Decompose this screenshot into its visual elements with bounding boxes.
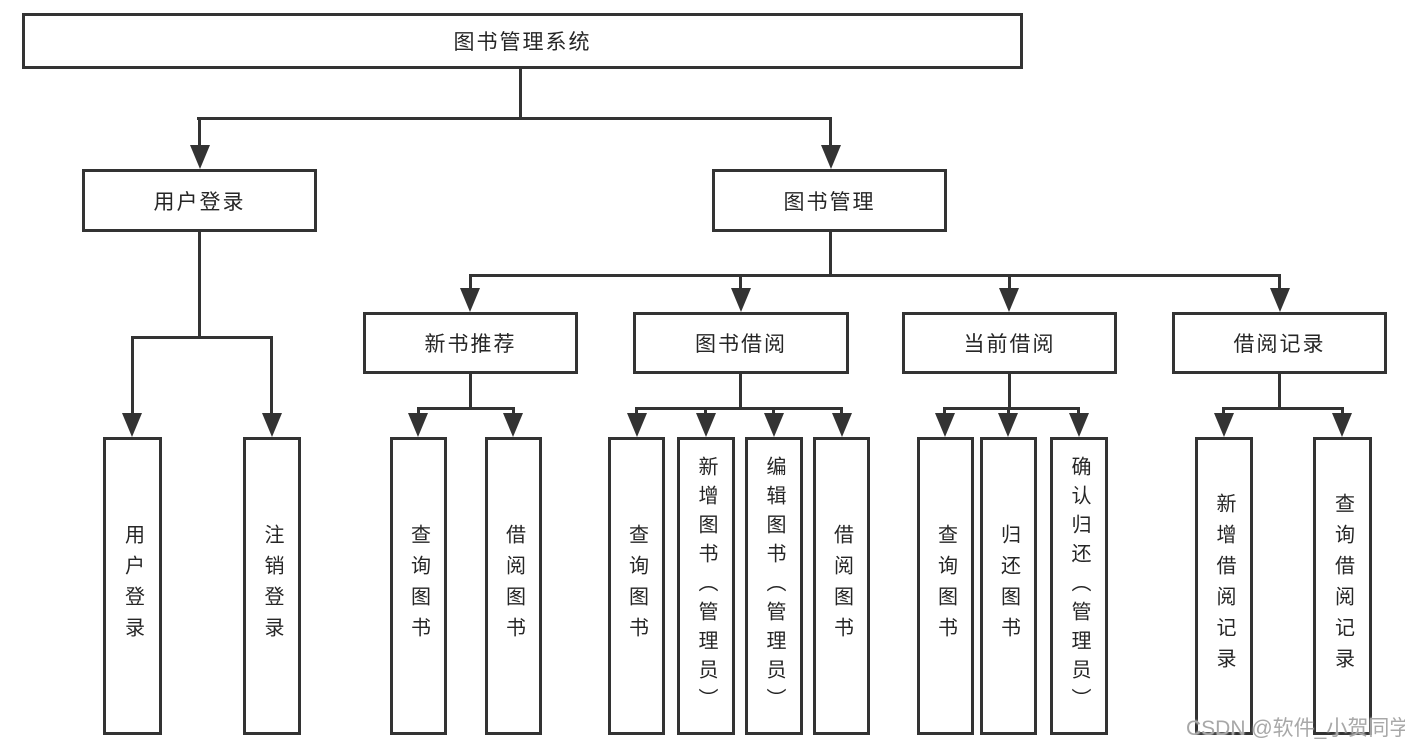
arrow-down-to-leaf-return-book bbox=[998, 413, 1018, 437]
node-leaf-return-book-label: 归还图书 bbox=[997, 524, 1020, 648]
node-new-book-recommend-label: 新书推荐 bbox=[424, 333, 517, 356]
node-leaf-user-login-label: 用户登录 bbox=[121, 524, 144, 648]
edge-to-current-borrow-stem bbox=[1008, 274, 1011, 290]
arrow-down-to-current-borrow bbox=[999, 288, 1019, 312]
node-leaf-confirm-return-admin-label: 确认归还（管理员） bbox=[1068, 455, 1090, 717]
node-leaf-query-books-1: 查询图书 bbox=[390, 437, 447, 735]
edge-leaf-stem bbox=[943, 407, 946, 415]
edge-leaf-stem bbox=[1222, 407, 1225, 415]
edge-user-login-hbar bbox=[131, 336, 273, 339]
edge-to-book-management-stem bbox=[829, 117, 832, 147]
edge-new-book-recommend-stem bbox=[469, 374, 472, 410]
node-book-borrow: 图书借阅 bbox=[633, 312, 849, 374]
edge-borrow-records-hbar bbox=[1222, 407, 1344, 410]
edge-to-leaf-user-login-stem bbox=[131, 336, 134, 415]
edge-leaf-stem bbox=[1341, 407, 1344, 415]
edge-leaf-stem bbox=[1077, 407, 1080, 415]
arrow-down-to-leaf-user-login bbox=[122, 413, 142, 437]
arrow-down-to-new-book-recommend bbox=[460, 288, 480, 312]
node-user-login: 用户登录 bbox=[82, 169, 317, 232]
node-leaf-add-borrow-record: 新增借阅记录 bbox=[1195, 437, 1253, 735]
node-leaf-user-login: 用户登录 bbox=[103, 437, 162, 735]
edge-root-hbar bbox=[197, 117, 832, 120]
node-leaf-query-books-3: 查询图书 bbox=[917, 437, 974, 735]
arrow-down-to-leaf-add-book bbox=[696, 413, 716, 437]
edge-current-borrow-hbar bbox=[943, 407, 1080, 410]
arrow-down-to-leaf-borrow-books-2 bbox=[832, 413, 852, 437]
node-leaf-add-borrow-record-label: 新增借阅记录 bbox=[1213, 493, 1235, 679]
node-leaf-confirm-return-admin: 确认归还（管理员） bbox=[1050, 437, 1108, 735]
edge-leaf-stem bbox=[704, 407, 707, 415]
node-leaf-query-books-2: 查询图书 bbox=[608, 437, 665, 735]
node-leaf-edit-book-admin-label: 编辑图书（管理员） bbox=[763, 455, 785, 717]
node-leaf-borrow-books-2-label: 借阅图书 bbox=[830, 524, 853, 648]
node-leaf-query-borrow-record: 查询借阅记录 bbox=[1313, 437, 1372, 735]
edge-borrow-records-stem bbox=[1278, 374, 1281, 410]
arrow-down-to-leaf-borrow-books-1 bbox=[503, 413, 523, 437]
node-root: 图书管理系统 bbox=[22, 13, 1023, 69]
edge-leaf-stem bbox=[417, 407, 420, 415]
edge-to-user-login-stem bbox=[198, 117, 201, 147]
node-leaf-query-books-3-label: 查询图书 bbox=[934, 524, 957, 648]
arrow-down-to-book-management bbox=[821, 145, 841, 169]
node-leaf-query-borrow-record-label: 查询借阅记录 bbox=[1331, 493, 1354, 679]
node-borrow-records: 借阅记录 bbox=[1172, 312, 1387, 374]
node-leaf-add-book-admin: 新增图书（管理员） bbox=[677, 437, 735, 735]
arrow-down-to-leaf-query-books-1 bbox=[408, 413, 428, 437]
arrow-down-to-book-borrow bbox=[731, 288, 751, 312]
node-leaf-logout-label: 注销登录 bbox=[261, 524, 283, 648]
node-new-book-recommend: 新书推荐 bbox=[363, 312, 578, 374]
node-leaf-query-books-1-label: 查询图书 bbox=[407, 524, 430, 648]
edge-root-stem bbox=[519, 69, 522, 117]
node-user-login-label: 用户登录 bbox=[153, 190, 246, 214]
arrow-down-to-user-login bbox=[190, 145, 210, 169]
edge-leaf-stem bbox=[772, 407, 775, 415]
arrow-down-to-leaf-query-books-3 bbox=[935, 413, 955, 437]
arrow-down-to-leaf-add-borrow-record bbox=[1214, 413, 1234, 437]
arrow-down-to-borrow-records bbox=[1270, 288, 1290, 312]
edge-leaf-stem bbox=[512, 407, 515, 415]
node-leaf-edit-book-admin: 编辑图书（管理员） bbox=[745, 437, 803, 735]
node-book-borrow-label: 图书借阅 bbox=[695, 333, 787, 356]
edge-book-borrow-stem bbox=[739, 374, 742, 410]
node-book-management: 图书管理 bbox=[712, 169, 947, 232]
node-leaf-borrow-books-2: 借阅图书 bbox=[813, 437, 870, 735]
edge-to-book-borrow-stem bbox=[739, 274, 742, 290]
edge-book-borrow-hbar bbox=[635, 407, 843, 410]
node-current-borrow: 当前借阅 bbox=[902, 312, 1117, 374]
arrow-down-to-leaf-confirm-return bbox=[1069, 413, 1089, 437]
node-current-borrow-label: 当前借阅 bbox=[963, 333, 1056, 356]
node-leaf-borrow-books-1-label: 借阅图书 bbox=[502, 524, 525, 648]
edge-leaf-stem bbox=[1007, 407, 1010, 415]
edge-leaf-stem bbox=[635, 407, 638, 415]
edge-book-management-hbar bbox=[469, 274, 1281, 277]
edge-new-book-recommend-hbar bbox=[417, 407, 515, 410]
node-leaf-logout: 注销登录 bbox=[243, 437, 301, 735]
arrow-down-to-leaf-query-borrow-record bbox=[1332, 413, 1352, 437]
node-book-management-label: 图书管理 bbox=[783, 190, 876, 214]
arrow-down-to-leaf-logout bbox=[262, 413, 282, 437]
node-leaf-return-book: 归还图书 bbox=[980, 437, 1037, 735]
node-root-label: 图书管理系统 bbox=[453, 31, 592, 54]
edge-leaf-stem bbox=[840, 407, 843, 415]
edge-user-login-stem bbox=[198, 232, 201, 339]
arrow-down-to-leaf-edit-book bbox=[764, 413, 784, 437]
edge-current-borrow-stem bbox=[1008, 374, 1011, 410]
edge-to-leaf-logout-stem bbox=[270, 336, 273, 415]
edge-to-borrow-records-stem bbox=[1278, 274, 1281, 290]
node-borrow-records-label: 借阅记录 bbox=[1233, 333, 1326, 356]
node-leaf-add-book-admin-label: 新增图书（管理员） bbox=[695, 455, 717, 717]
edge-to-new-book-recommend-stem bbox=[469, 274, 472, 290]
node-leaf-query-books-2-label: 查询图书 bbox=[625, 524, 648, 648]
node-leaf-borrow-books-1: 借阅图书 bbox=[485, 437, 542, 735]
arrow-down-to-leaf-query-books-2 bbox=[627, 413, 647, 437]
csdn-watermark: CSDN @软件_小贺同学 bbox=[1186, 717, 1405, 740]
edge-book-management-stem bbox=[829, 232, 832, 277]
